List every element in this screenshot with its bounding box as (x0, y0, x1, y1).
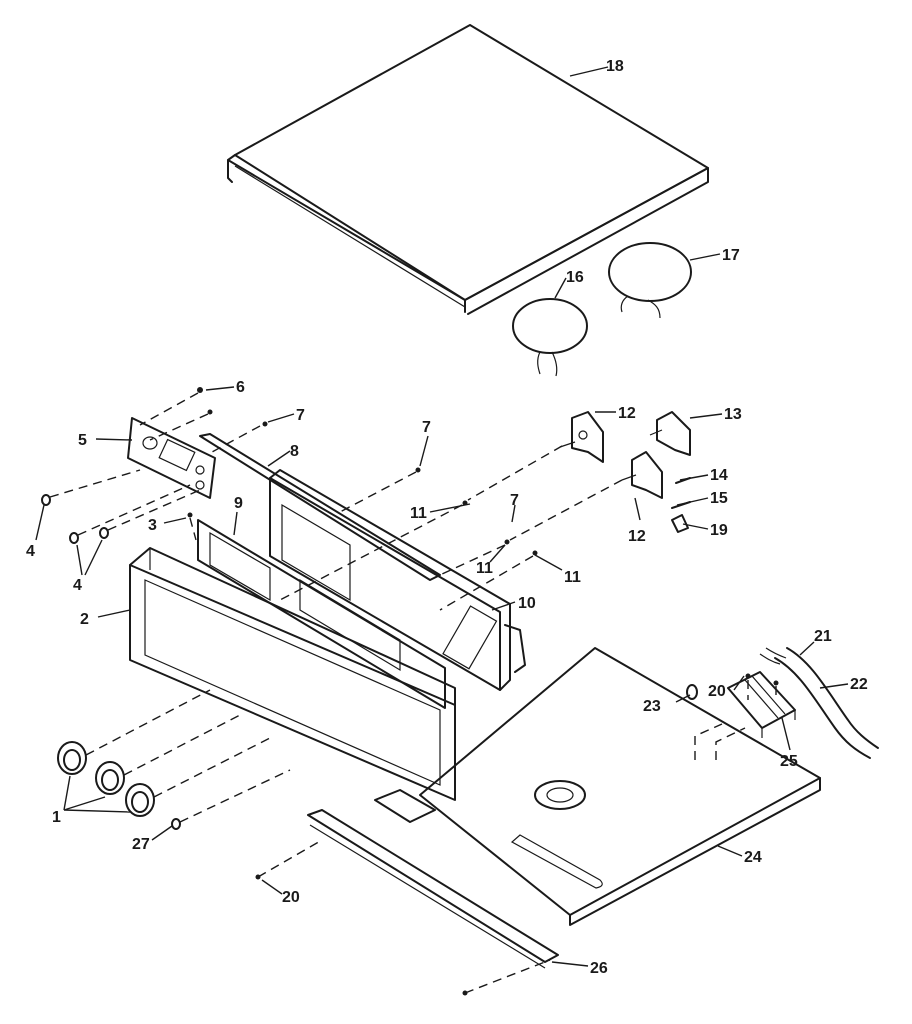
callout-labels: 18 17 16 6 7 5 8 7 12 13 14 15 19 12 11 … (26, 58, 868, 977)
callout-2: 2 (80, 611, 89, 628)
callout-15: 15 (710, 490, 728, 507)
callout-7-b: 7 (422, 419, 431, 436)
callout-12-b: 12 (628, 528, 646, 545)
callout-21: 21 (814, 628, 832, 645)
part-8-bracket (199, 433, 441, 581)
part-13-switch (649, 411, 691, 456)
part-4-caps (41, 494, 109, 544)
callout-26: 26 (590, 960, 608, 977)
callout-11-a: 11 (410, 505, 427, 522)
callout-17: 17 (722, 247, 740, 264)
callout-19: 19 (710, 522, 728, 539)
callout-13: 13 (724, 406, 742, 423)
callout-leaders (35, 66, 849, 967)
part-16-wire-ring (512, 298, 588, 377)
callout-23: 23 (643, 698, 661, 715)
callout-6: 6 (236, 379, 245, 396)
part-26-front-strip (307, 809, 559, 969)
callout-11-c: 11 (564, 569, 581, 586)
part-27-washer (171, 818, 181, 830)
callout-22: 22 (850, 676, 868, 693)
callout-11-b: 11 (476, 560, 493, 577)
part-1-knobs (57, 741, 155, 817)
part-12-switch-upper (559, 411, 604, 463)
callout-20-a: 20 (708, 683, 726, 700)
callout-9: 9 (234, 495, 243, 512)
part-18-top-cover (227, 24, 709, 315)
part-12-switch-lower (621, 451, 663, 499)
callout-20-b: 20 (282, 889, 300, 906)
callout-18: 18 (606, 58, 624, 75)
part-5-control-plate (127, 417, 216, 499)
callout-10: 10 (518, 595, 536, 612)
callout-27: 27 (132, 836, 150, 853)
small-screws (187, 421, 779, 996)
part-17-wire-ring (608, 242, 692, 319)
part-23-grommet (686, 684, 698, 700)
part-6-screw (197, 387, 213, 415)
callout-16: 16 (566, 269, 584, 286)
callout-7-a: 7 (296, 407, 305, 424)
assembly-lines (49, 392, 777, 994)
callout-8: 8 (290, 443, 299, 460)
part-22-power-cord (759, 647, 879, 759)
callout-25: 25 (780, 753, 798, 770)
part-2-front-frame (129, 547, 456, 801)
callout-7-c: 7 (510, 492, 519, 509)
callout-1: 1 (52, 809, 61, 826)
callout-4-b: 4 (73, 577, 82, 594)
callout-3: 3 (148, 517, 157, 534)
callout-24: 24 (744, 849, 762, 866)
callout-5: 5 (78, 432, 87, 449)
callout-4-a: 4 (26, 543, 35, 560)
part-24-base-plate (374, 647, 821, 926)
callout-12-a: 12 (618, 405, 636, 422)
callout-14: 14 (710, 467, 728, 484)
part-9-gasket (197, 519, 446, 709)
part-19-clip (671, 514, 689, 533)
